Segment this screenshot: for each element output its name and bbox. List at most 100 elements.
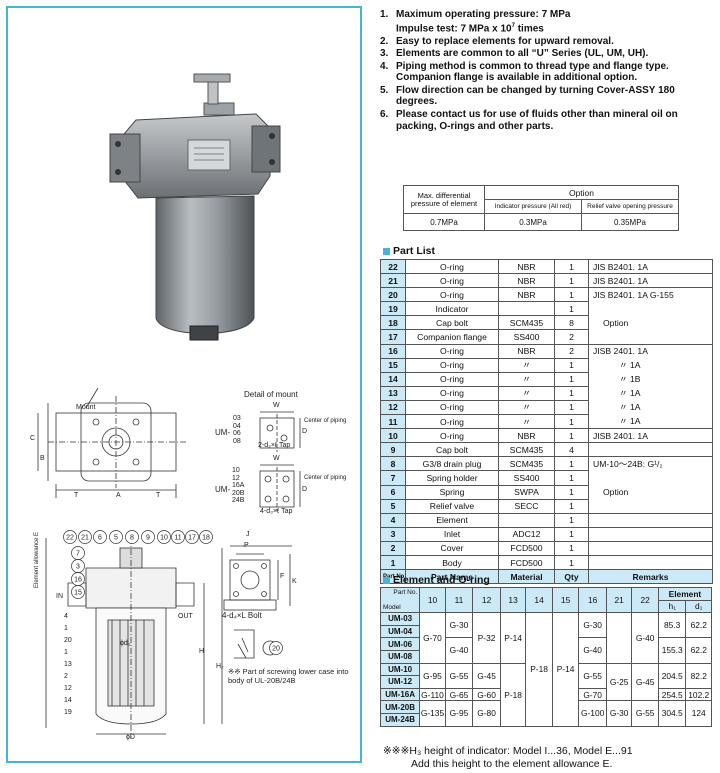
part-cell-no: 1 [380,554,406,571]
part-cell-qty: 2 [554,343,589,359]
part-cell-name: Cover [405,540,499,556]
elem-model: UM-08 [379,649,421,664]
footer-note: ※※※H₃ height of indicator: Model I...36,… [383,745,633,770]
detail-of-mount-title: Detail of mount [244,390,298,399]
part-cell-remarks: 〃 1B [588,372,713,387]
callout-left [71,585,85,599]
dim-p: P [244,542,249,549]
feature-item-1: 1. Maximum operating pressure: 7 MPa Imp… [380,9,571,34]
part-cell-material: NBR [498,343,555,359]
elem-cell: G-110 [419,687,446,702]
part-cell-material: SCM435 [498,315,555,331]
part-cell-name: Cap bolt [405,315,499,331]
part-cell-qty: 1 [554,540,589,556]
elem-col-15: 15 [551,586,580,614]
elem-cell: P-18 [525,612,553,727]
callout-left-text: 1 [64,625,68,632]
callout-top-label: 21 [81,535,89,542]
element-allowance-label: Element allowance E [34,531,40,588]
callout-left-text: 1 [64,649,68,656]
part-cell-no: 18 [380,315,406,331]
callout-top-label: 18 [202,535,210,542]
part-cell-qty: 1 [554,273,589,289]
elem-cell: G-40 [444,637,474,664]
part-cell-name: O-ring [405,343,499,359]
part-cell-qty: 1 [554,258,589,275]
part-cell-no: 13 [380,385,406,401]
dim-d1: ϕd₁ [120,640,131,647]
feature-item-4: 4.Piping method is common to thread type… [380,60,669,84]
part-cell-material: 〃 [498,385,555,401]
elem-model: UM-12 [379,675,421,689]
part-cell-remarks: JIS B2401. 1A [588,258,713,274]
part-cell-material: NBR [498,428,555,444]
callout-20-label: 20 [272,646,280,653]
part-cell-name: Element [405,512,499,528]
elem-col-11: 11 [444,586,474,614]
elem-cell: 254.5 [657,687,687,702]
part-cell-material: SECC [498,498,555,514]
dim-f: F [280,573,285,580]
part-cell-name: O-ring [405,385,499,401]
callout-left-text: 14 [64,697,72,704]
part-cell-material: NBR [498,287,555,303]
part-cell-material: 〃 [498,399,555,416]
elem-model: UM-20B [379,700,421,714]
callout-top [185,530,199,544]
callout-left-text: 19 [64,709,72,716]
part-cell-no: 17 [380,329,406,345]
elem-cell: 62.2 [685,612,712,639]
part-cell-remarks [588,329,713,345]
part-cell-no: 16 [380,343,406,359]
part-cell-remarks [588,554,713,570]
callout-left-label: 3 [76,564,80,571]
part-cell-qty: 1 [554,371,589,387]
part-cell-no: 2 [380,540,406,556]
flange-drawing [223,545,292,611]
callout-20 [269,641,283,655]
elem-col-22: 22 [631,586,659,614]
part-cell-qty: 1 [554,512,589,528]
part-cell-remarks: JISB 2401. 1A [588,343,713,359]
part-cell-remarks: UM-10〜24B: G¹/₂ [588,456,713,471]
sectional-drawing [45,538,223,738]
part-cell-no: 5 [380,498,406,514]
part-cell-name: O-ring [405,287,499,303]
elem-model: UM-04 [379,624,421,639]
option-table: Max. differential pressure of element Op… [403,185,679,231]
elem-cell: 62.2 [685,637,712,664]
part-cell-remarks [588,499,713,514]
part-cell-no: 3 [380,526,406,542]
option-val-indicator: 0.3MPa [484,213,582,231]
part-cell-qty: 1 [554,554,589,571]
part-cell-material: 〃 [498,357,555,373]
part-cell-name: Spring [405,484,499,500]
dim-w-small: W [273,402,280,409]
part-cell-no: 20 [380,287,406,303]
dim-c: C [30,435,36,442]
feature-item-2: 2.Easy to replace elements for upward re… [380,35,614,47]
part-cell-material: SWPA [498,484,555,500]
elem-cell: 155.3 [657,637,687,664]
section-marker-icon [383,247,390,255]
part-cell-remarks [588,540,713,556]
mount-detail-small [259,411,301,452]
dim-a: A [116,492,121,499]
dim-d-small: D [302,428,308,435]
part-cell-qty: 2 [554,329,589,345]
dim-b: B [40,455,45,462]
part-cell-qty: 1 [554,399,589,416]
option-val-relief: 0.35MPa [581,213,679,231]
